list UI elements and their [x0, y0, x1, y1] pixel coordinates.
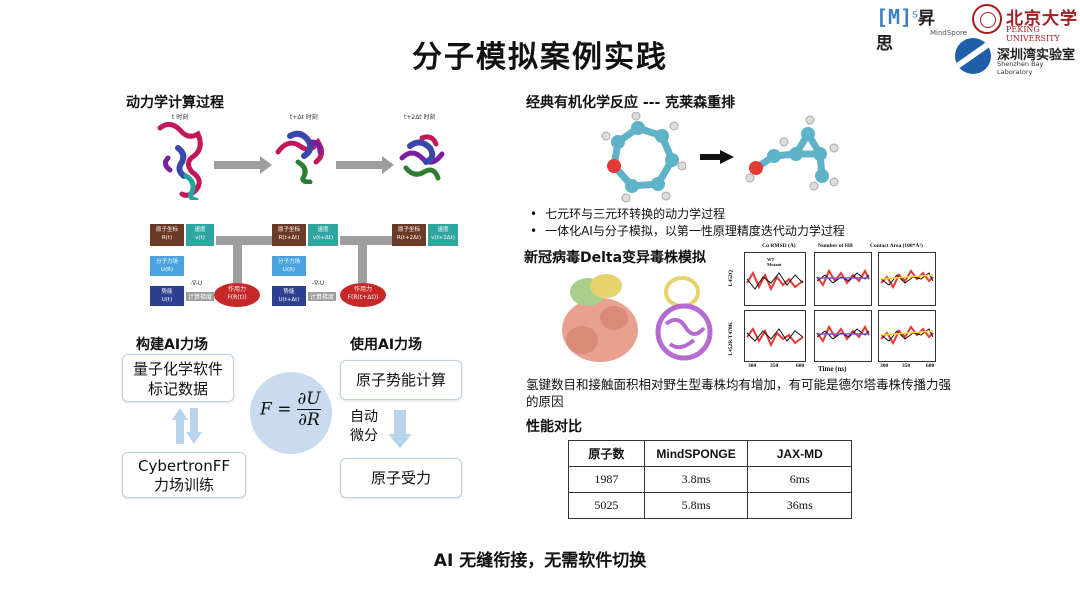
- x-tick: 600: [926, 363, 935, 369]
- connector-bar: [216, 236, 272, 245]
- bullet-item: 七元环与三元环转换的动力学过程: [530, 206, 845, 223]
- table-header-row: 原子数 MindSPONGE JAX-MD: [568, 440, 852, 467]
- gradient-label: -∇ᵣU: [190, 280, 203, 287]
- time-step-arrow: [336, 156, 394, 174]
- formula-circle: [250, 372, 332, 454]
- table-cell: 36ms: [747, 492, 852, 519]
- column-header: JAX-MD: [747, 440, 852, 467]
- rmsd-chart-bottom: [744, 310, 806, 362]
- table-cell: 6ms: [747, 466, 852, 493]
- connector-bar: [233, 236, 242, 283]
- szbl-name-en: Shenzhen Bay Laboratory: [997, 60, 1044, 76]
- qc-data-box: 量子化学软件标记数据: [122, 354, 234, 402]
- reaction-arrow-icon: [700, 150, 734, 164]
- performance-table: 原子数 MindSPONGE JAX-MD 1987 3.8ms 6ms 502…: [568, 440, 852, 519]
- table-row: 5025 5.8ms 36ms: [568, 492, 852, 519]
- protein-structure-t2: [399, 134, 445, 181]
- time-label-1: t+Δt 时刻: [290, 114, 318, 121]
- performance-heading: 性能对比: [526, 419, 582, 435]
- legend-mutant: Mutant: [767, 262, 782, 267]
- time-label-2: t+2Δt 时刻: [404, 114, 436, 121]
- row-label-l452r: L452R/T478K: [728, 322, 734, 356]
- table-cell: 5.8ms: [643, 492, 749, 519]
- szbl-name: 深圳湾实验室: [997, 48, 1076, 63]
- x-tick: 300: [880, 363, 889, 369]
- x-tick: 350: [770, 363, 779, 369]
- chart-title-hb: Number of HB: [818, 243, 853, 249]
- bidirectional-arrow-icon: [172, 408, 202, 444]
- mindspore-logo: [M]S昇思 MindSpore: [876, 5, 968, 54]
- pku-name-en: PEKING UNIVERSITY: [1006, 25, 1060, 43]
- potential-calc-box: 原子势能计算: [340, 360, 462, 400]
- column-header: 原子数: [568, 440, 645, 467]
- md-process-heading: 动力学计算过程: [126, 95, 224, 111]
- row-label-l452q: L452Q: [728, 270, 734, 287]
- force-formula: F =∂U∂R: [260, 389, 321, 430]
- autodiff-label: 计算梯度: [308, 292, 337, 301]
- time-label-0: t 时刻: [172, 114, 189, 121]
- protein-structure-t0: [157, 122, 203, 200]
- pku-name: 北京大学: [1006, 9, 1078, 29]
- autodiff-label: 计算梯度: [186, 292, 215, 301]
- claisen-bullets: 七元环与三元环转换的动力学过程 一体化AI与分子模拟，以第一性原理精度迭代动力学…: [530, 206, 845, 240]
- table-cell: 3.8ms: [643, 466, 749, 493]
- x-axis-label: Time (ns): [818, 365, 847, 373]
- table-row: 1987 3.8ms 6ms: [568, 466, 852, 493]
- claisen-heading: 经典有机化学反应 --- 克莱森重排: [526, 95, 736, 111]
- protein-structure-t1: [275, 130, 324, 184]
- contact-chart-bottom: [878, 310, 936, 362]
- hb-chart-bottom: [814, 310, 872, 362]
- reactant-molecule-image: [601, 112, 686, 203]
- legend-wt: WT: [767, 257, 775, 262]
- column-header: MindSPONGE: [643, 440, 749, 467]
- atom-force-box: 原子受力: [340, 458, 462, 498]
- down-arrow-icon: [388, 410, 412, 448]
- table-cell: 1987: [568, 466, 645, 493]
- chart-title-rmsd: Cα RMSD (Å): [762, 243, 796, 249]
- covid-description: 氢键数目和接触面积相对野生型毒株均有增加，有可能是德尔塔毒株传播力强的原因: [526, 377, 952, 409]
- x-tick: 300: [748, 363, 757, 369]
- build-ai-ff-heading: 构建AI力场: [136, 337, 209, 353]
- pku-seal-icon: [972, 4, 1002, 34]
- x-tick: 600: [796, 363, 805, 369]
- covid-heading: 新冠病毒Delta变异毒株模拟: [524, 250, 707, 266]
- x-tick: 350: [902, 363, 911, 369]
- bullet-item: 一体化AI与分子模拟，以第一性原理精度迭代动力学过程: [530, 223, 845, 240]
- spike-protein-image: [655, 276, 713, 361]
- product-molecule-image: [745, 115, 839, 191]
- use-ai-ff-heading: 使用AI力场: [350, 337, 423, 353]
- table-cell: 5025: [568, 492, 645, 519]
- cybertron-box: CybertronFF力场训练: [122, 452, 246, 498]
- chart-title-contact: Contact Area (100*Å²): [870, 243, 923, 249]
- autodiff-text: 自动微分: [350, 409, 378, 444]
- contact-chart-top: [878, 252, 936, 306]
- protein-complex-image: [562, 274, 638, 362]
- szbl-logo-icon: [955, 38, 991, 74]
- hb-chart-top: [814, 252, 872, 306]
- time-step-arrow: [214, 156, 272, 174]
- gradient-label: -∇ᵣU: [312, 280, 325, 287]
- page-title: 分子模拟案例实践: [412, 40, 668, 75]
- connector-bar: [358, 236, 367, 283]
- footer-tagline: AI 无缝衔接，无需软件切换: [433, 551, 647, 571]
